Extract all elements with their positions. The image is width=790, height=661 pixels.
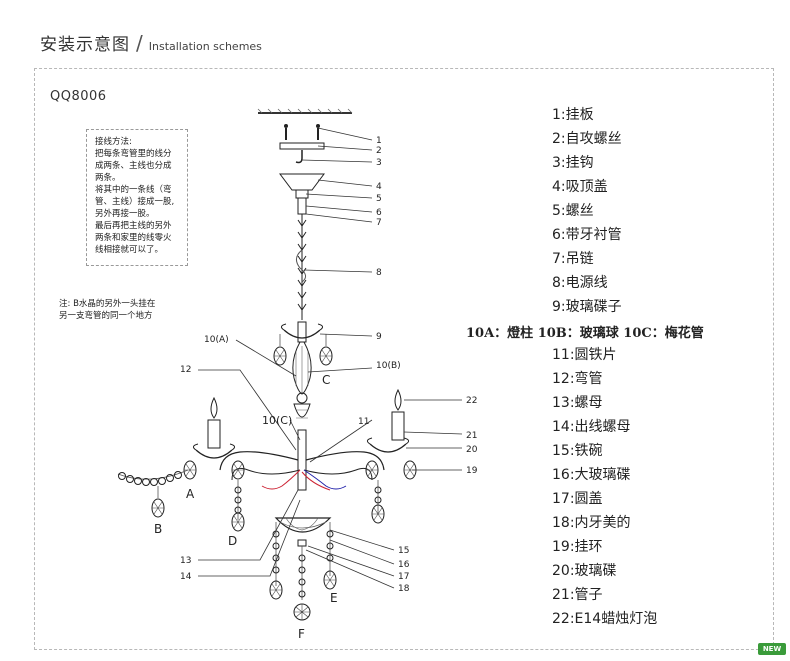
- legend-item: 9:玻璃碟子: [552, 299, 622, 315]
- callout-19: 19: [466, 466, 478, 476]
- legend-item: 2:自攻螺丝: [552, 131, 622, 147]
- callout-18: 18: [398, 584, 410, 594]
- legend-item: 11:圆铁片: [552, 347, 617, 363]
- letter-c: C: [322, 373, 330, 387]
- callout-10c: 10(C): [262, 414, 292, 427]
- callout-labels: 1 2 3 4 5 6 7 8 9 10(A) 10(B) 10(C) 11 1…: [180, 136, 478, 594]
- bead-chain: [117, 469, 189, 518]
- wiring-note-line: 另外再接一股。: [95, 209, 155, 219]
- part-letters: A B C D E F: [154, 373, 338, 641]
- callout-1: 1: [376, 136, 382, 146]
- callout-17: 17: [398, 572, 409, 582]
- letter-e: E: [330, 591, 338, 605]
- diagram-frame: [34, 68, 774, 650]
- crystal-note-line: 另一支弯管的同一个地方: [59, 311, 153, 321]
- crystal-note-line: 注: B水晶的另外一头挂在: [59, 299, 156, 309]
- callout-20: 20: [466, 445, 478, 455]
- callout-5: 5: [376, 194, 382, 204]
- left-hanging-strand: [231, 480, 245, 532]
- legend-item: 18:内牙美的: [552, 515, 631, 531]
- wiring-note-line: 线相接就可以了。: [95, 245, 164, 255]
- letter-f: F: [298, 627, 305, 641]
- legend-item: 13:螺母: [552, 395, 603, 411]
- ceiling-cup: [279, 173, 325, 215]
- callout-13: 13: [180, 556, 191, 566]
- leader-lines: [198, 127, 463, 589]
- legend-item: 6:带牙衬管: [552, 227, 622, 243]
- callout-16: 16: [398, 560, 410, 570]
- callout-10b: 10(B): [376, 361, 401, 371]
- wiring-note-line: 成两条、主线也分成: [95, 161, 172, 171]
- title-separator: /: [136, 31, 143, 55]
- page-title-cn: 安装示意图: [40, 35, 130, 55]
- chandelier-arms: [219, 451, 385, 481]
- callout-14: 14: [180, 572, 192, 582]
- wiring-note-line: 接线方法:: [95, 137, 132, 147]
- legend-item: 19:挂环: [552, 539, 603, 555]
- crystal-note: 注: B水晶的另外一头挂在 另一支弯管的同一个地方: [59, 298, 155, 322]
- right-hanging-strand: [371, 480, 385, 524]
- legend-item: 20:玻璃碟: [552, 563, 617, 579]
- left-candle: [183, 396, 245, 480]
- callout-6: 6: [376, 208, 382, 218]
- legend-item: 1:挂板: [552, 107, 594, 123]
- callout-12: 12: [180, 365, 191, 375]
- callout-15: 15: [398, 546, 409, 556]
- legend-item: 15:铁碗: [552, 443, 603, 459]
- callout-22: 22: [466, 396, 477, 406]
- new-badge: NEW: [758, 643, 786, 655]
- wiring-note-line: 两条和家里的线零火: [95, 233, 172, 243]
- page-header: 安装示意图 / Installation schemes: [40, 30, 262, 60]
- legend-item: 3:挂钩: [552, 155, 594, 171]
- letter-b: B: [154, 522, 162, 536]
- callout-11: 11: [358, 417, 369, 427]
- legend-item: 12:弯管: [552, 371, 603, 387]
- wiring-note-line: 管、主线）接成一股,: [95, 197, 175, 207]
- top-dish-and-column: [280, 321, 324, 491]
- legend-item: 17:圆盖: [552, 491, 603, 507]
- callout-4: 4: [376, 182, 382, 192]
- callout-9: 9: [376, 332, 382, 342]
- callout-21: 21: [466, 431, 477, 441]
- bottom-strands: [269, 522, 337, 621]
- wires: [261, 469, 347, 491]
- model-number: QQ8006: [50, 89, 107, 104]
- wiring-note-line: 两条。: [95, 173, 121, 183]
- page-title-en: Installation schemes: [148, 40, 262, 53]
- legend-item: 16:大玻璃碟: [552, 467, 631, 483]
- wiring-note: 接线方法: 把每条弯管里的线分 成两条、主线也分成 两条。 将其中的一条线（弯 …: [86, 129, 188, 266]
- legend-item: 4:吸顶盖: [552, 179, 608, 195]
- wiring-note-line: 最后再把主线的另外: [95, 221, 172, 231]
- legend-item: 8:电源线: [552, 275, 608, 291]
- hanging-chain: [296, 214, 307, 320]
- legend-item: 5:螺丝: [552, 203, 594, 219]
- wiring-note-line: 将其中的一条线（弯: [95, 185, 172, 195]
- callout-2: 2: [376, 146, 382, 156]
- top-crystals: [273, 334, 333, 366]
- legend-item: 7:吊链: [552, 251, 594, 267]
- legend-item: 22:E14蜡烛灯泡: [552, 611, 658, 627]
- legend-item: 14:出线螺母: [552, 419, 631, 435]
- bottom-bowl: [274, 517, 332, 547]
- mounting-plate: [279, 124, 325, 164]
- callout-8: 8: [376, 268, 382, 278]
- wiring-note-line: 把每条弯管里的线分: [95, 149, 172, 159]
- ceiling: [257, 108, 353, 114]
- letter-d: D: [228, 534, 237, 548]
- letter-a: A: [186, 487, 195, 501]
- callout-7: 7: [376, 218, 382, 228]
- callout-3: 3: [376, 158, 382, 168]
- right-candle: [365, 388, 417, 480]
- legend-item: 21:管子: [552, 587, 603, 603]
- legend-item-10: 10A：燈柱 10B：玻璃球 10C：梅花管: [466, 326, 704, 341]
- callout-10a: 10(A): [204, 335, 229, 345]
